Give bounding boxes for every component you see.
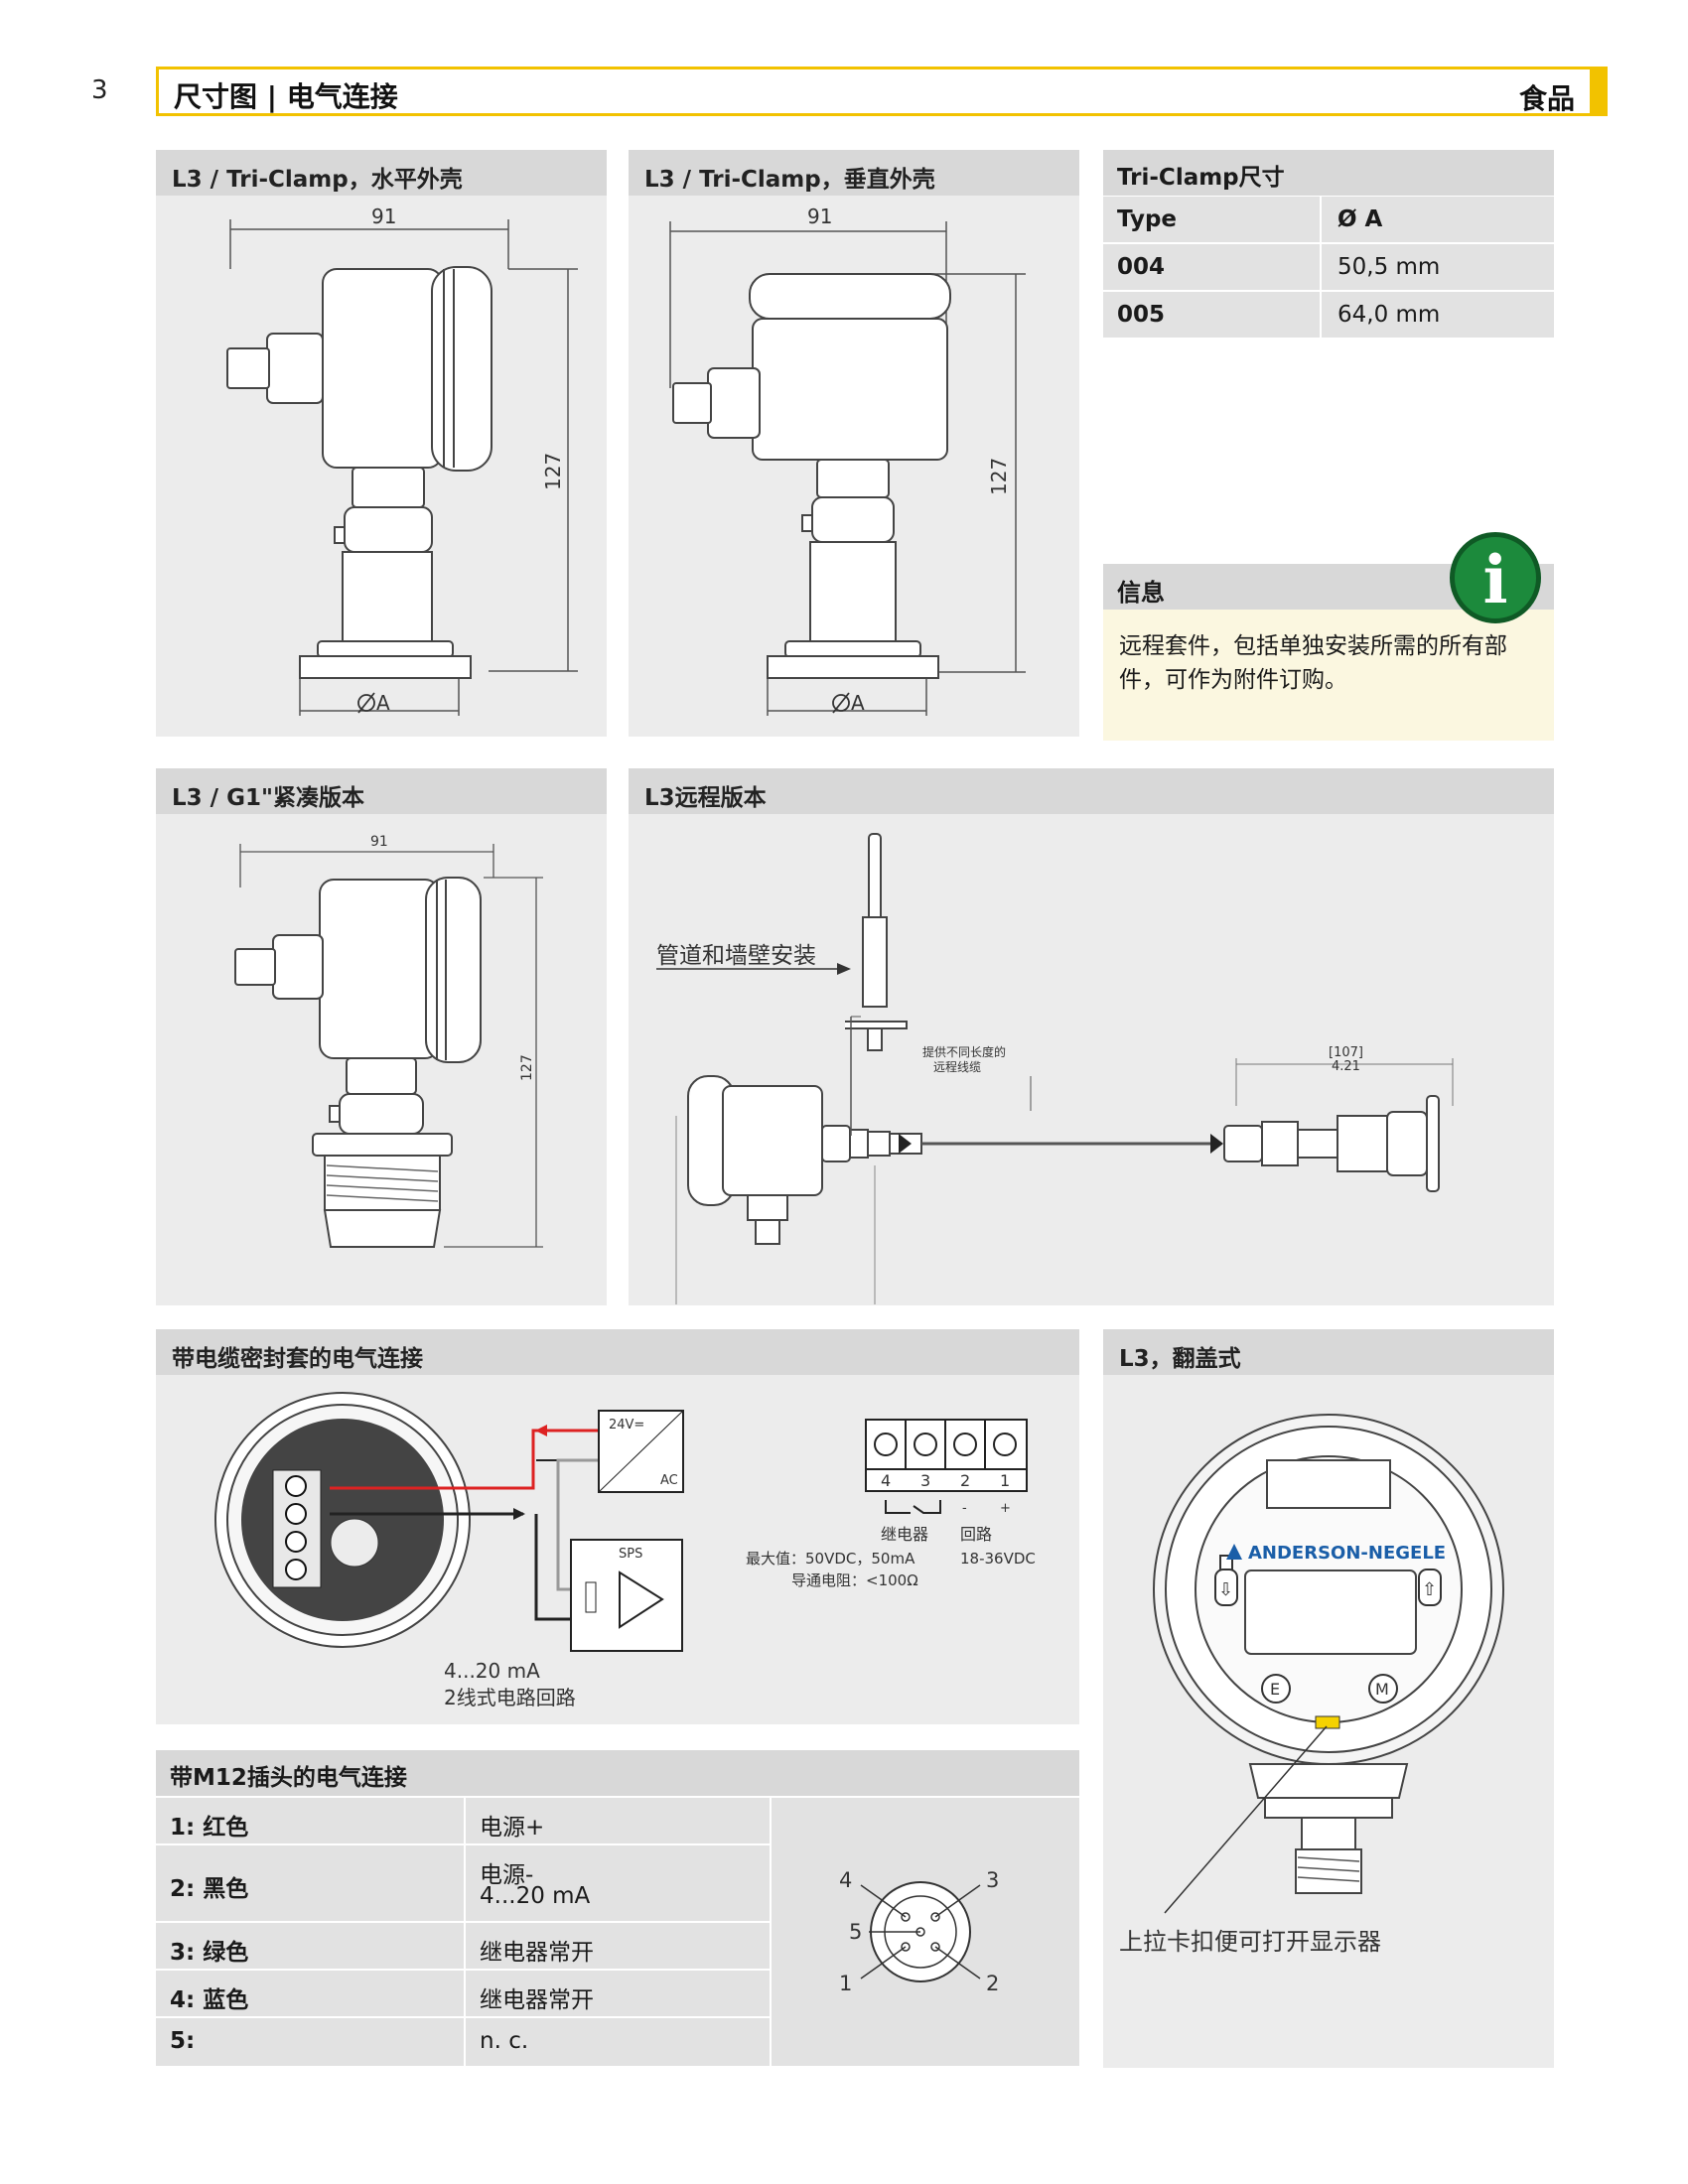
page-number: 3 <box>91 75 108 105</box>
button-m-label: M <box>1375 1680 1389 1699</box>
vertical-housing-drawing: 91 127 A <box>669 205 1026 716</box>
terminal-label: 2 <box>960 1471 970 1490</box>
table-row: 5: n. c. <box>156 2018 1079 2066</box>
supply-top-label: 24V= <box>609 1418 644 1433</box>
pin-cell: 4: 蓝色 <box>170 1987 249 2013</box>
page-header-bar: 尺寸图 | 电气连接 食品 <box>156 67 1608 116</box>
pin-label: 3 <box>986 1868 999 1892</box>
panel-vertical-housing: L3 / Tri-Clamp，垂直外壳 91 127 A <box>629 150 1079 737</box>
diameter-symbol <box>832 692 850 714</box>
table-header-type: Type <box>1117 206 1178 232</box>
terminal-label: 3 <box>920 1471 930 1490</box>
wiring-diagram: 24V= AC SPS 4...20 mA 2线式电路回路 4 3 2 1 - … <box>214 1392 1036 1709</box>
relay-label: 继电器 <box>881 1525 928 1544</box>
dim-height-label: 127 <box>541 453 565 490</box>
type-cell: 005 <box>1117 302 1166 328</box>
function-cell: n. c. <box>480 2028 529 2054</box>
loop-line2: 2线式电路回路 <box>444 1686 576 1709</box>
pin-label: 1 <box>839 1972 852 1995</box>
resistance-label: 导通电阻：<100Ω <box>791 1571 918 1589</box>
dim-height-label: 127 <box>987 458 1011 495</box>
function-cell: 继电器常开 <box>480 1987 594 2013</box>
page-title: 尺寸图 | 电气连接 <box>174 80 398 113</box>
dim-diameter-label: A <box>851 691 865 715</box>
function-cell: 继电器常开 <box>480 1940 594 1966</box>
panel-title: L3 / Tri-Clamp，水平外壳 <box>172 167 463 193</box>
brand-name: ANDERSON-NEGELE <box>1248 1543 1446 1564</box>
diameter-cell: 64,0 mm <box>1337 302 1441 328</box>
table-row: 3: 绿色 继电器常开 <box>156 1923 1079 1969</box>
plus-label: + <box>1000 1501 1011 1516</box>
svg-text:⇩: ⇩ <box>1218 1579 1233 1600</box>
table-header-diameter: Ø A <box>1337 206 1383 232</box>
table-row: 2: 黑色 电源- 4...20 mA <box>156 1845 1079 1921</box>
dim-remote-bottom: 4.21 <box>1332 1059 1360 1074</box>
horizontal-housing-drawing: 91 127 A <box>226 205 578 716</box>
info-icon: i <box>1450 532 1541 623</box>
diameter-symbol <box>357 692 375 714</box>
dim-width-label: 91 <box>370 834 388 850</box>
dim-height-label: 127 <box>519 1054 535 1081</box>
terminal-label: 4 <box>881 1471 891 1490</box>
cable-label-line1: 提供不同长度的 <box>922 1044 1006 1059</box>
category-label: 食品 <box>1518 82 1575 115</box>
function-cell: 电源- <box>480 1862 534 1888</box>
pin-cell: 5: <box>170 2028 196 2054</box>
compact-drawing: 91 127 <box>234 834 543 1248</box>
m12-pinout-cell: 4 3 5 1 2 <box>772 1798 1079 2066</box>
info-title: 信息 <box>1117 579 1165 607</box>
header-accent <box>1590 69 1605 113</box>
max-rating-label: 最大值：50VDC，50mA <box>746 1550 915 1568</box>
function-cell-line2: 4...20 mA <box>480 1883 591 1909</box>
pin-label: 4 <box>839 1868 852 1892</box>
m12-pinout-diagram: 4 3 5 1 2 <box>839 1868 999 1995</box>
pin-cell: 1: 红色 <box>170 1815 249 1841</box>
panel-title: 带电缆密封套的电气连接 <box>172 1346 423 1372</box>
panel-title: L3，翻盖式 <box>1119 1346 1241 1372</box>
table-row: 4: 蓝色 继电器常开 <box>156 1971 1079 2016</box>
cable-label-line2: 远程线缆 <box>933 1059 981 1074</box>
sps-label: SPS <box>619 1547 642 1562</box>
dim-diameter-label: A <box>376 691 390 715</box>
panel-remote-version: L3远程版本 管道和墙壁安装 <box>629 768 1554 1305</box>
pin-cell: 2: 黑色 <box>170 1876 249 1902</box>
dim-width-label: 91 <box>371 205 396 228</box>
loop-line1: 4...20 mA <box>444 1659 540 1683</box>
panel-flip-cover: L3，翻盖式 ⇩ ⇧ ANDERSON-NEGELE E M 上拉卡扣便可打开显… <box>1103 1329 1554 2068</box>
remote-drawing: 管道和墙壁安装 提供不同长度的 <box>656 833 1454 1304</box>
type-cell: 004 <box>1117 254 1166 280</box>
diameter-cell: 50,5 mm <box>1337 254 1441 280</box>
panel-title: L3 / Tri-Clamp，垂直外壳 <box>644 167 935 193</box>
button-e-label: E <box>1270 1680 1280 1699</box>
panel-title: L3远程版本 <box>644 785 767 811</box>
dim-remote-top: [107] <box>1329 1045 1363 1060</box>
panel-g1-compact: L3 / G1"紧凑版本 91 127 <box>156 768 607 1305</box>
m12-connection-table: 带M12插头的电气连接 1: 红色 电源+ 2: 黑色 电源- 4...20 m… <box>156 1750 1079 2068</box>
supply-bottom-label: AC <box>660 1473 678 1488</box>
voltage-label: 18-36VDC <box>960 1550 1036 1568</box>
svg-text:⇧: ⇧ <box>1422 1579 1437 1600</box>
pin-cell: 3: 绿色 <box>170 1940 249 1966</box>
terminal-label: 1 <box>1000 1471 1010 1490</box>
table-row: 1: 红色 电源+ <box>156 1798 1079 1843</box>
dim-width-label: 91 <box>807 205 832 228</box>
info-text: 远程套件，包括单独安装所需的所有部件，可作为附件订购。 <box>1119 633 1507 693</box>
pin-label: 5 <box>849 1920 862 1944</box>
tri-clamp-table: Tri-Clamp尺寸 Type Ø A 004 50,5 mm 005 64,… <box>1103 150 1554 338</box>
flip-caption: 上拉卡扣便可打开显示器 <box>1119 1928 1381 1956</box>
minus-label: - <box>962 1501 967 1516</box>
brand-logo-icon <box>1226 1544 1242 1560</box>
pin-label: 2 <box>986 1972 999 1995</box>
panel-cable-gland: 带电缆密封套的电气连接 24V= AC SPS 4...20 mA 2线式电路回… <box>156 1329 1079 1724</box>
flip-cover-drawing: ⇩ ⇧ ANDERSON-NEGELE E M 上拉卡扣便可打开显示器 <box>1119 1414 1504 1956</box>
table-row: 005 64,0 mm <box>1103 292 1554 338</box>
mount-label: 管道和墙壁安装 <box>656 943 816 969</box>
panel-title: L3 / G1"紧凑版本 <box>172 785 364 811</box>
loop-label: 回路 <box>960 1525 992 1544</box>
table-row: 004 50,5 mm <box>1103 244 1554 290</box>
m12-title: 带M12插头的电气连接 <box>170 1765 407 1791</box>
tri-clamp-title: Tri-Clamp尺寸 <box>1117 165 1285 191</box>
function-cell: 电源+ <box>480 1815 545 1841</box>
panel-horizontal-housing: L3 / Tri-Clamp，水平外壳 91 127 A <box>156 150 607 737</box>
